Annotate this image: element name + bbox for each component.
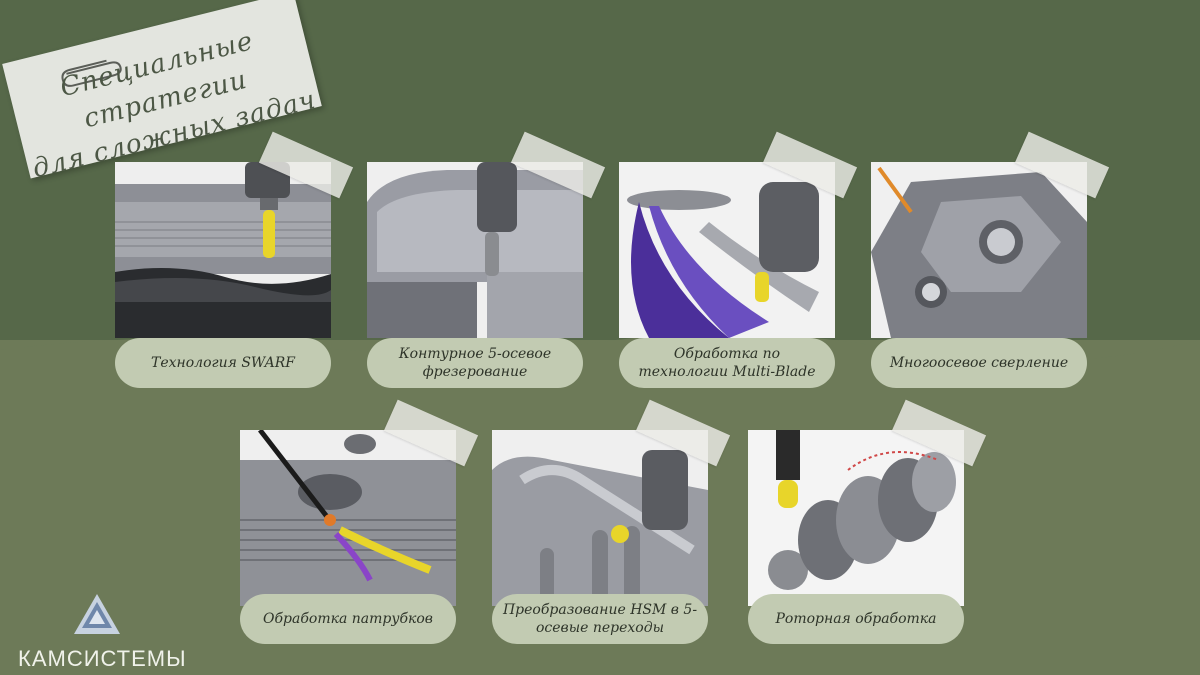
card-label: Обработка по технологии Multi-Blade — [619, 338, 835, 388]
card-label: Контурное 5-осевое фрезерование — [367, 338, 583, 388]
card-multiblade-image — [619, 162, 835, 338]
card-rotary-image — [748, 430, 964, 606]
multiblade-illustration — [619, 162, 835, 338]
card-hsm-image — [492, 430, 708, 606]
company-logo-icon — [74, 594, 120, 634]
card-label: Роторная обработка — [748, 594, 964, 644]
card-label: Преобразование HSM в 5-осевые переходы — [492, 594, 708, 644]
card-contour-image — [367, 162, 583, 338]
card-ports-image — [240, 430, 456, 606]
title-card: Специальные стратегии для сложных задач — [2, 0, 322, 184]
hsm-illustration — [492, 430, 708, 606]
card-label: Технология SWARF — [115, 338, 331, 388]
paperclip-icon — [61, 59, 122, 87]
ports-illustration — [240, 430, 456, 606]
card-swarf-image — [115, 162, 331, 338]
swarf-illustration — [115, 162, 331, 338]
rotary-illustration — [748, 430, 964, 606]
contour-illustration — [367, 162, 583, 338]
card-label: Многоосевое сверление — [871, 338, 1087, 388]
card-label: Обработка патрубков — [240, 594, 456, 644]
drilling-illustration — [871, 162, 1087, 338]
card-drilling-image — [871, 162, 1087, 338]
brand-name: КАМСИСТЕМЫ — [18, 646, 187, 671]
